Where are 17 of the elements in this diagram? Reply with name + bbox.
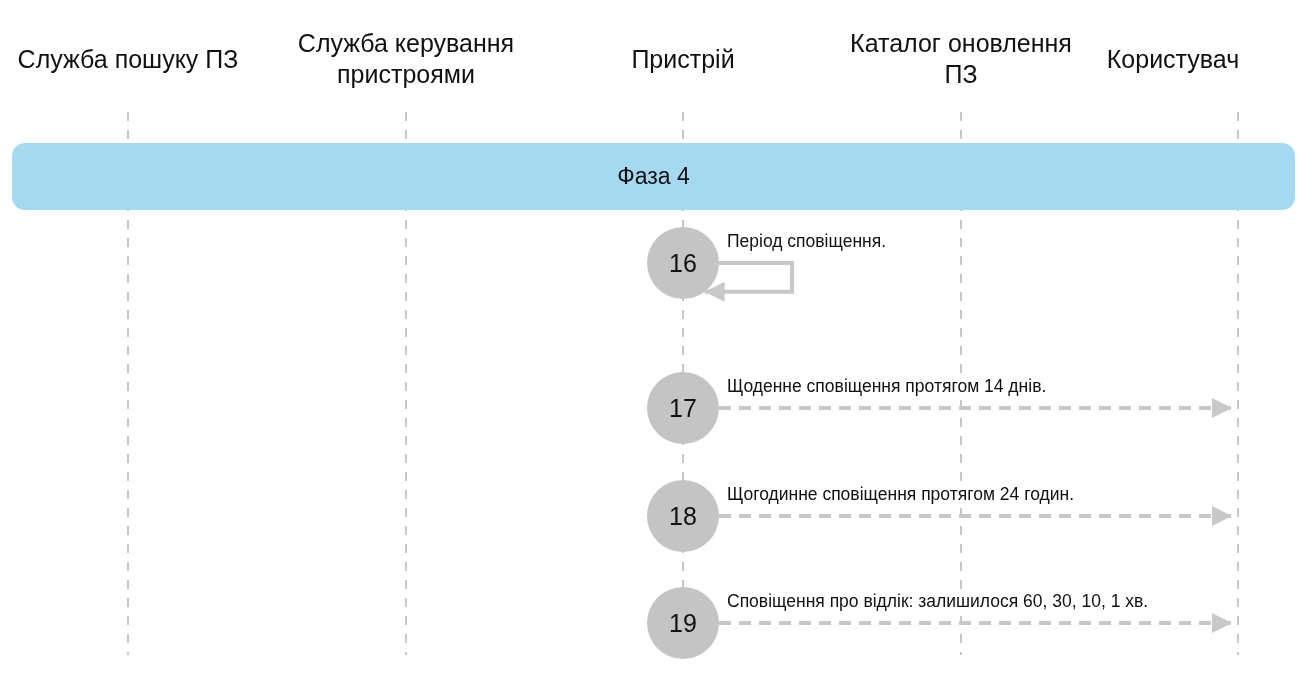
arrow (704, 261, 794, 302)
participant-label: Пристрій (558, 28, 808, 90)
step-number: 16 (647, 227, 719, 299)
phase-band: Фаза 4 (12, 143, 1295, 210)
step-number: 17 (647, 372, 719, 444)
arrow (719, 613, 1232, 633)
participant-label: Служба керування пристроями (281, 28, 531, 90)
arrow (719, 398, 1232, 418)
participant-label: Каталог оновлення ПЗ (836, 28, 1086, 90)
arrow (719, 506, 1232, 526)
edge-label: Щоденне сповіщення протягом 14 днів. (727, 376, 1047, 396)
step-number: 18 (647, 480, 719, 552)
participant-label: Служба пошуку ПЗ (3, 28, 253, 90)
edge-label: Щогодинне сповіщення протягом 24 годин. (727, 484, 1074, 504)
step-number: 19 (647, 587, 719, 659)
edge-label: Період сповіщення. (727, 231, 887, 251)
edge-label: Сповіщення про відлік: залишилося 60, 30, 10, 1 хв. (727, 591, 1149, 611)
